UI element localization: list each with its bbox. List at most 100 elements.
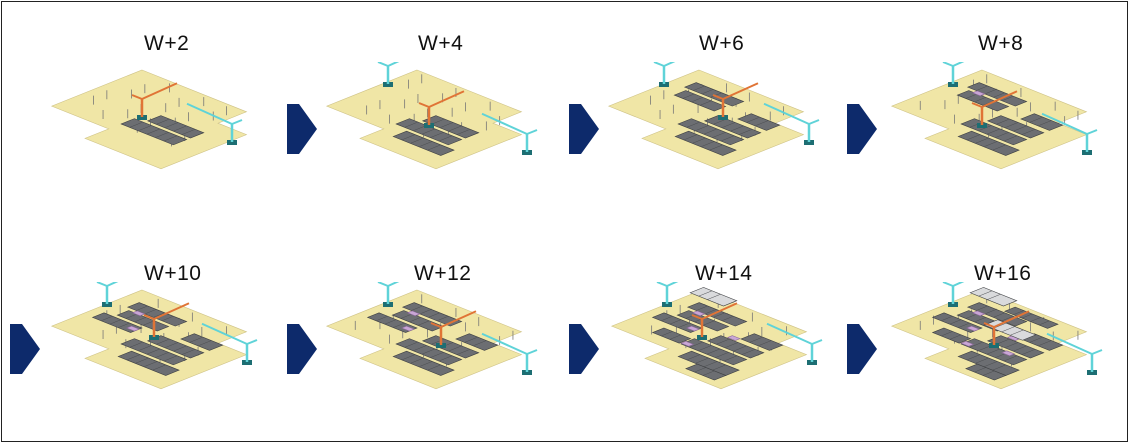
slab-rib bbox=[993, 312, 1005, 318]
crane-boom bbox=[186, 102, 233, 125]
slab-rib bbox=[438, 135, 453, 142]
slab-rib bbox=[1029, 336, 1043, 343]
crane-base bbox=[948, 302, 958, 307]
slab-rib bbox=[693, 85, 705, 91]
slab-rib bbox=[427, 144, 441, 151]
tower-crane bbox=[96, 282, 119, 307]
slab-rib bbox=[146, 128, 161, 135]
slab-rib bbox=[1021, 349, 1036, 355]
slab-rib bbox=[689, 341, 704, 348]
slab-rib bbox=[189, 336, 203, 343]
crane-base bbox=[436, 343, 446, 348]
interior-partition bbox=[971, 310, 986, 317]
floor-slab bbox=[651, 327, 692, 344]
slab-rib bbox=[428, 312, 440, 318]
slab-rib bbox=[694, 367, 706, 373]
slab-rib bbox=[683, 134, 698, 141]
slab-rib bbox=[698, 290, 713, 297]
slab-rib bbox=[682, 93, 695, 99]
crane-counter-jib bbox=[971, 102, 983, 108]
slab-rib bbox=[1004, 122, 1019, 128]
crane-boom bbox=[106, 282, 119, 287]
floor-slab bbox=[931, 327, 972, 344]
slab-rib bbox=[949, 334, 962, 340]
floor-slab bbox=[1020, 113, 1064, 131]
slab-rib bbox=[164, 342, 179, 348]
slab-rib bbox=[713, 312, 725, 318]
slab-rib bbox=[982, 370, 995, 376]
slab-rib bbox=[1021, 129, 1036, 135]
crane-counter-jib bbox=[656, 282, 668, 287]
slab-rib bbox=[118, 322, 130, 328]
tower-crane bbox=[377, 62, 400, 87]
slab-rib bbox=[197, 340, 212, 347]
slab-rib bbox=[749, 336, 763, 343]
stage-label: W+8 bbox=[978, 32, 1024, 55]
slab-rib bbox=[958, 322, 970, 328]
floor-slab bbox=[421, 115, 480, 139]
crane-base bbox=[659, 82, 669, 87]
stage-scene bbox=[890, 62, 1098, 170]
slab-rib bbox=[181, 349, 196, 355]
crane-base bbox=[522, 150, 532, 155]
slab-rib bbox=[975, 357, 989, 364]
crane-boom bbox=[387, 282, 400, 287]
slab-rib bbox=[686, 121, 701, 128]
slab-rib bbox=[696, 305, 708, 311]
slab-rib bbox=[974, 317, 986, 323]
slab-rib bbox=[144, 309, 157, 315]
crane-boom bbox=[481, 332, 528, 355]
crane-boom bbox=[663, 62, 676, 67]
slab-rib bbox=[983, 141, 998, 147]
crane-base bbox=[383, 82, 393, 87]
interior-partition bbox=[131, 310, 146, 317]
crane-base bbox=[977, 123, 987, 128]
floor-slab bbox=[421, 335, 480, 359]
slab-rib bbox=[142, 320, 155, 326]
floor-slab bbox=[673, 90, 727, 112]
slab-rib bbox=[691, 97, 703, 103]
slab-rib bbox=[949, 319, 962, 325]
slab-rib bbox=[134, 317, 146, 323]
stage-label: W+16 bbox=[974, 262, 1032, 285]
floor-slab bbox=[966, 302, 1028, 327]
slab-rib bbox=[164, 122, 179, 128]
tower-crane bbox=[656, 282, 679, 307]
slab-rib bbox=[707, 294, 721, 300]
slab-rib bbox=[135, 357, 149, 364]
tower-crane bbox=[1046, 332, 1103, 375]
slab-rib bbox=[411, 305, 423, 311]
right-chevron-arrow-icon bbox=[569, 324, 599, 374]
slab-rib bbox=[661, 315, 673, 322]
slab-rib bbox=[986, 128, 1001, 135]
tower-crane bbox=[942, 62, 965, 87]
crane-boom bbox=[701, 302, 738, 320]
crane-boom bbox=[981, 90, 1018, 108]
crane-base bbox=[807, 360, 817, 365]
slab-rib bbox=[173, 125, 187, 132]
interior-partition bbox=[726, 335, 741, 341]
slab-rib bbox=[410, 357, 424, 364]
crane-boom bbox=[722, 82, 759, 100]
slab-rib bbox=[404, 121, 419, 128]
crane-counter-jib bbox=[712, 94, 724, 100]
floor-slab bbox=[1003, 306, 1059, 329]
slab-rib bbox=[384, 319, 397, 325]
slab-rib bbox=[146, 348, 161, 355]
slab-rib bbox=[126, 354, 141, 361]
slab-rib bbox=[1013, 310, 1024, 315]
slab-rib bbox=[464, 336, 478, 343]
stage-label: W+4 bbox=[418, 32, 464, 55]
crane-counter-jib bbox=[246, 339, 258, 345]
crane-base bbox=[102, 302, 112, 307]
crane-counter-jib bbox=[1091, 349, 1103, 355]
crane-base bbox=[424, 123, 434, 128]
crane-base bbox=[989, 343, 999, 348]
slab-rib bbox=[716, 338, 730, 345]
slab-rib bbox=[472, 340, 487, 347]
slab-rib bbox=[448, 345, 462, 352]
interior-partition bbox=[971, 90, 986, 97]
crane-counter-jib bbox=[377, 282, 389, 287]
stage-scene bbox=[890, 282, 1103, 390]
crane-counter-jib bbox=[231, 119, 243, 125]
